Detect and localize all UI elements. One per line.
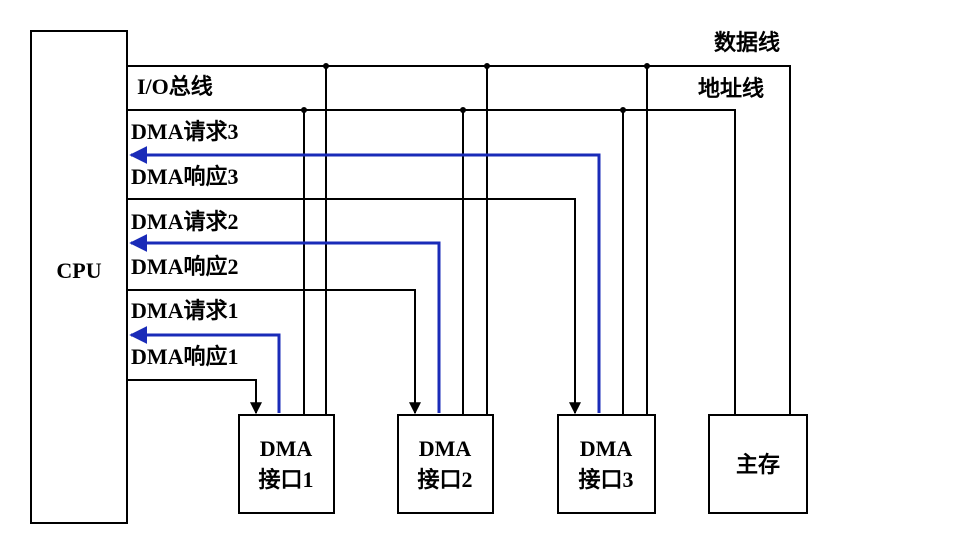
cpu-box [30, 30, 128, 524]
dma-request-2-line [129, 234, 441, 413]
dma-response-2-label: DMA响应2 [131, 254, 239, 279]
cpu-label: CPU [56, 258, 101, 283]
interface-3-bus-taps [620, 63, 650, 415]
io-bus-label: I/O总线 [137, 74, 213, 99]
dma-request-2-label: DMA请求2 [131, 209, 239, 234]
dma-interface-1-line2: 接口1 [258, 467, 313, 492]
dma-response-1-line [127, 379, 262, 415]
dma-request-1-label: DMA请求1 [131, 298, 239, 323]
dma-interface-1: DMA 接口1 [238, 414, 335, 514]
dma-response-3-label: DMA响应3 [131, 164, 239, 189]
dma-interface-1-line1: DMA [260, 436, 313, 461]
address-line [127, 109, 736, 415]
address-line-label: 地址线 [698, 76, 764, 101]
dma-request-3-label: DMA请求3 [131, 119, 239, 144]
interface-1-bus-taps [301, 63, 329, 415]
data-line [127, 65, 791, 415]
dma-interface-3-line1: DMA [580, 436, 633, 461]
dma-response-2-line [127, 289, 421, 415]
data-line-label: 数据线 [714, 30, 780, 55]
main-memory-label: 主存 [736, 452, 780, 477]
dma-response-1-label: DMA响应1 [131, 344, 239, 369]
dma-interface-2-line2: 接口2 [417, 467, 472, 492]
dma-request-1-line [129, 326, 281, 413]
dma-interface-2: DMA 接口2 [397, 414, 494, 514]
dma-response-3-line [127, 198, 581, 415]
dma-interface-3-line2: 接口3 [578, 467, 633, 492]
dma-interface-2-line1: DMA [419, 436, 472, 461]
interface-2-bus-taps [460, 63, 490, 415]
dma-interface-3: DMA 接口3 [557, 414, 656, 514]
dma-request-3-line [129, 146, 601, 413]
main-memory: 主存 [708, 414, 808, 514]
